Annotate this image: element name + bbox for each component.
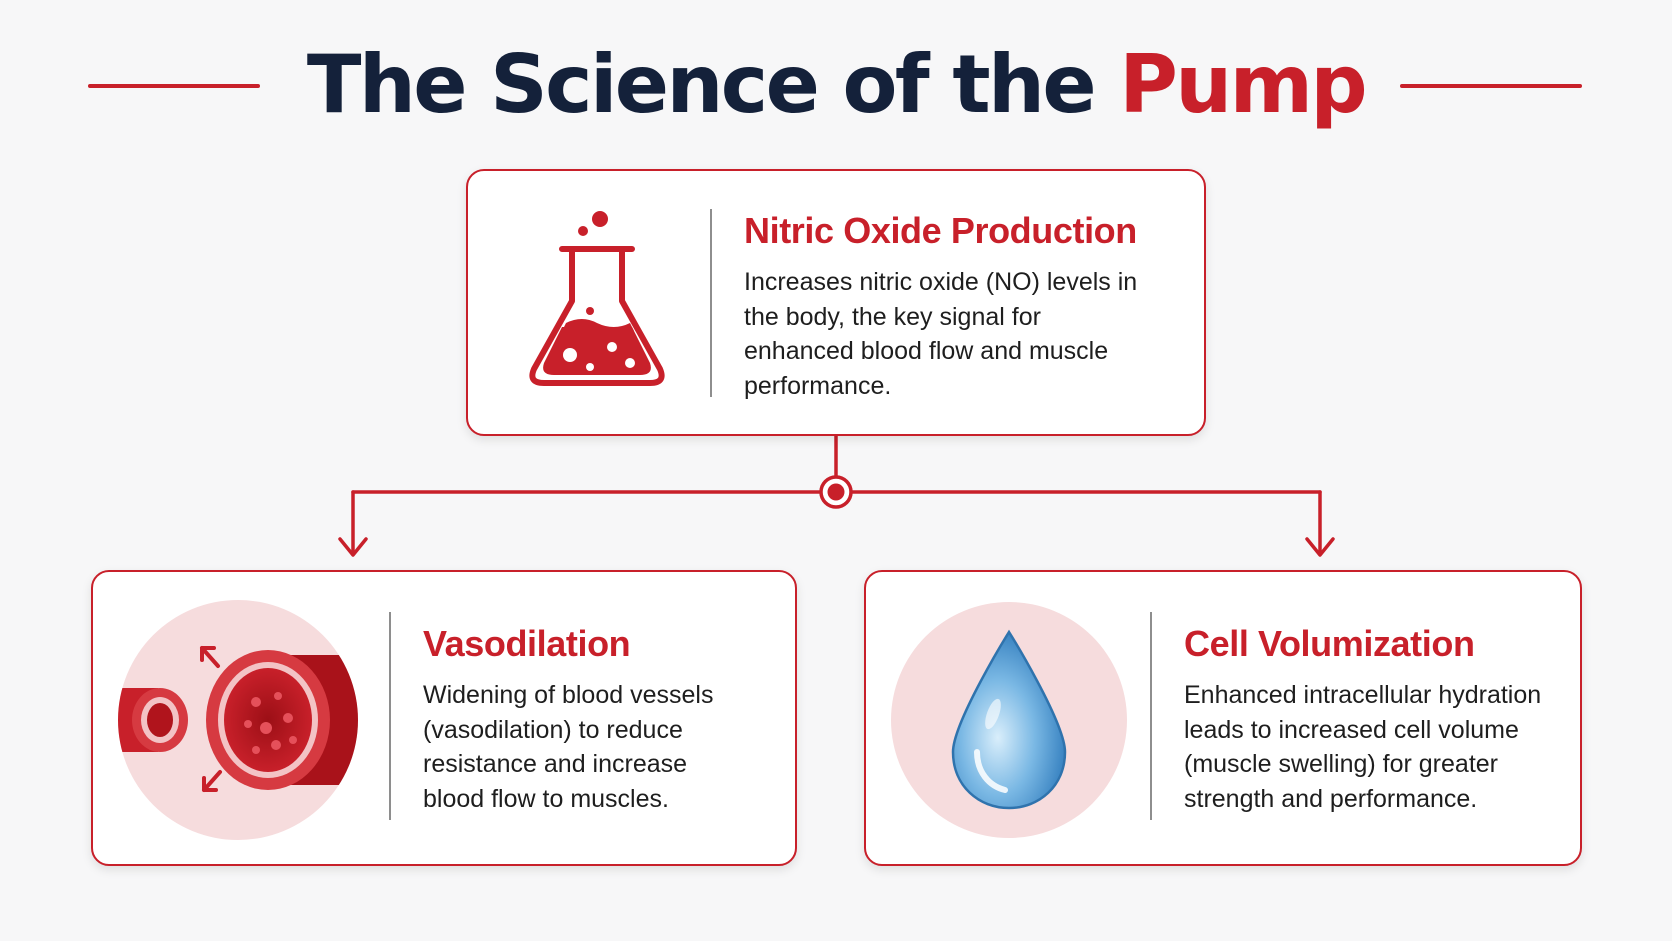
card-divider bbox=[1150, 612, 1152, 820]
title-rule-left bbox=[88, 84, 260, 88]
arrowhead-left bbox=[338, 537, 368, 557]
card-heading: Nitric Oxide Production bbox=[744, 210, 1137, 251]
arrowhead-right bbox=[1305, 537, 1335, 557]
title-highlight: Pump bbox=[1119, 38, 1367, 131]
card-vasodilation: Vasodilation Widening of blood vessels (… bbox=[91, 570, 797, 866]
card-divider bbox=[710, 209, 712, 397]
flask-icon bbox=[529, 211, 665, 386]
blood-vessel-icon bbox=[118, 600, 358, 840]
card-heading: Cell Volumization bbox=[1184, 623, 1475, 664]
card-nitric-oxide: Nitric Oxide Production Increases nitric… bbox=[466, 169, 1206, 436]
card-body: Increases nitric oxide (NO) levels in th… bbox=[744, 268, 1138, 400]
title-text: The Science of the bbox=[306, 38, 1120, 131]
card-divider bbox=[389, 612, 391, 820]
card-cell-volumization: Cell Volumization Enhanced intracellular… bbox=[864, 570, 1582, 866]
card-body: Enhanced intracellular hydration leads t… bbox=[1184, 681, 1542, 813]
page-title: The Science of the Pump bbox=[260, 20, 1412, 150]
card-body: Widening of blood vessels (vasodilation)… bbox=[423, 681, 714, 813]
title-rule-right bbox=[1400, 84, 1582, 88]
water-drop-icon bbox=[891, 602, 1127, 838]
card-heading: Vasodilation bbox=[423, 623, 631, 664]
connector-node-dot bbox=[827, 483, 845, 501]
